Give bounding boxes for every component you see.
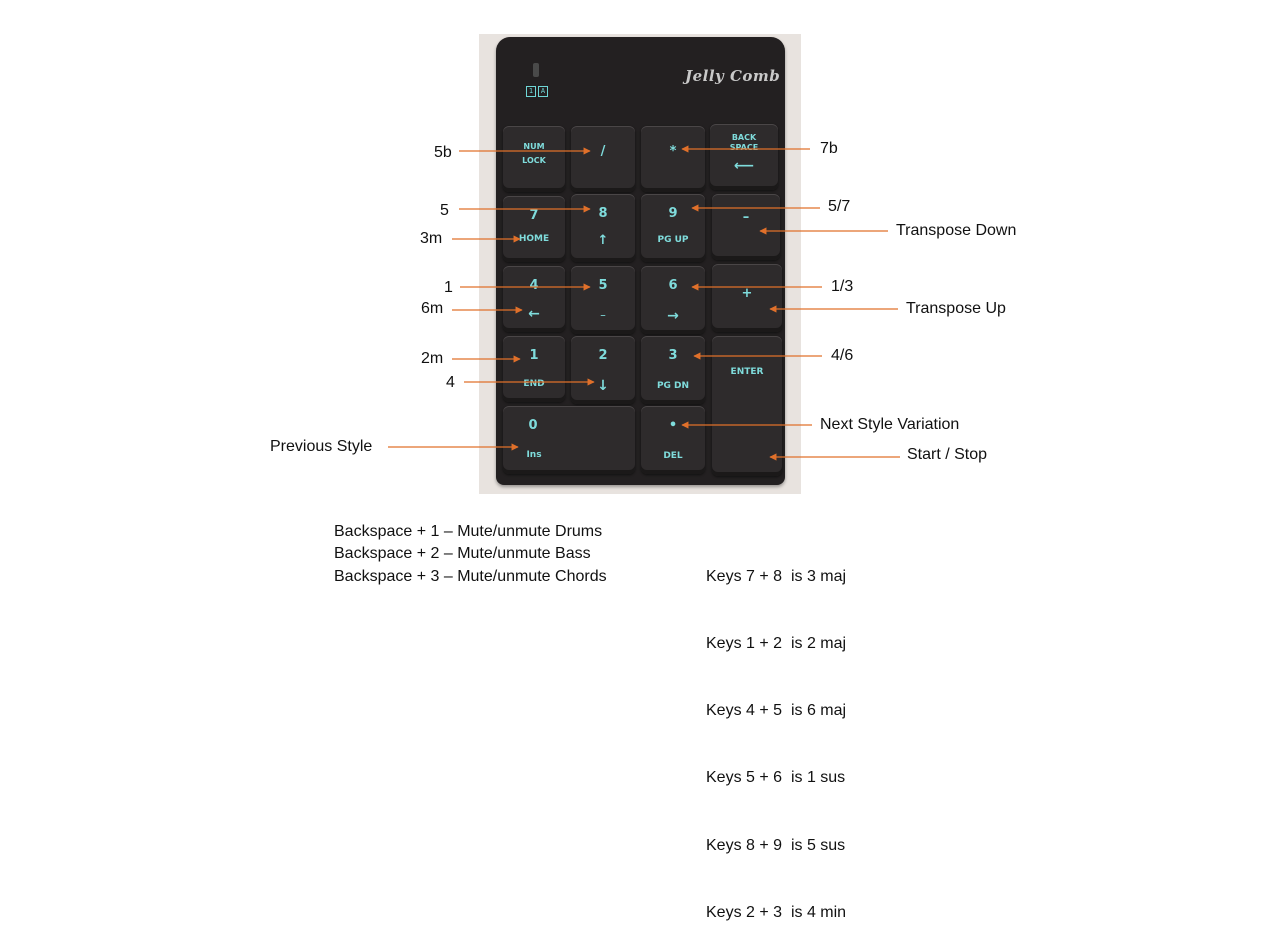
chord-notes: Keys 7 + 8 is 3 maj Keys 1 + 2 is 2 maj … [706,521,846,947]
label-4-6: 4/6 [831,347,854,364]
key-8[interactable]: 8 ↑ [571,194,635,262]
status-led [533,63,539,77]
label-previous-style: Previous Style [270,438,373,455]
brand-logo: Jelly Comb [685,67,781,85]
label-3m: 3m [420,230,443,247]
key-1[interactable]: 1 END [503,336,565,402]
label-5b: 5b [434,144,452,161]
chord-note: Keys 8 + 9 is 5 sus [706,836,846,854]
mute-notes: Backspace + 1 – Mute/unmute Drums Backsp… [334,521,607,588]
key-decimal[interactable]: • DEL [641,406,705,474]
label-1: 1 [444,279,453,296]
mute-note: Backspace + 2 – Mute/unmute Bass [334,545,591,563]
numlock-indicator: 1 [526,86,536,97]
mute-note: Backspace + 3 – Mute/unmute Chords [334,567,607,585]
key-minus[interactable]: – [712,194,780,260]
label-transpose-down: Transpose Down [896,222,1017,239]
chord-note: Keys 7 + 8 is 3 maj [706,567,847,585]
key-slash[interactable]: / [571,126,635,192]
chord-note: Keys 2 + 3 is 4 min [706,903,847,921]
label-start-stop: Start / Stop [907,446,988,463]
key-2[interactable]: 2 ↓ [571,336,635,404]
key-backspace[interactable]: BACK SPACE ⟵ [710,124,778,190]
key-5[interactable]: 5 _ [571,266,635,334]
key-4[interactable]: 4 ← [503,266,565,332]
label-2m: 2m [421,350,444,367]
label-4: 4 [446,374,455,391]
label-6m: 6m [421,300,444,317]
label-5: 5 [440,202,449,219]
lock-indicator-icon: 1 A [526,86,548,97]
key-asterisk[interactable]: * [641,126,705,192]
chord-note: Keys 1 + 2 is 2 maj [706,635,847,653]
key-enter[interactable]: ENTER [712,336,782,476]
mute-note: Backspace + 1 – Mute/unmute Drums [334,523,603,540]
key-6[interactable]: 6 → [641,266,705,334]
label-7b: 7b [820,140,838,157]
chord-note: Keys 5 + 6 is 1 sus [706,769,846,787]
key-0[interactable]: 0 Ins [503,406,635,474]
key-3[interactable]: 3 PG DN [641,336,705,404]
key-numlock[interactable]: NUM LOCK [503,126,565,192]
chord-note: Keys 4 + 5 is 6 maj [706,702,847,720]
callout-arrows [388,145,900,461]
label-1-3: 1/3 [831,278,854,295]
label-5-7: 5/7 [828,198,851,215]
key-plus[interactable]: + [712,264,782,332]
key-7[interactable]: 7 HOME [503,196,565,262]
capslock-indicator: A [538,86,548,97]
label-next-style-variation: Next Style Variation [820,416,960,433]
label-transpose-up: Transpose Up [906,300,1006,317]
